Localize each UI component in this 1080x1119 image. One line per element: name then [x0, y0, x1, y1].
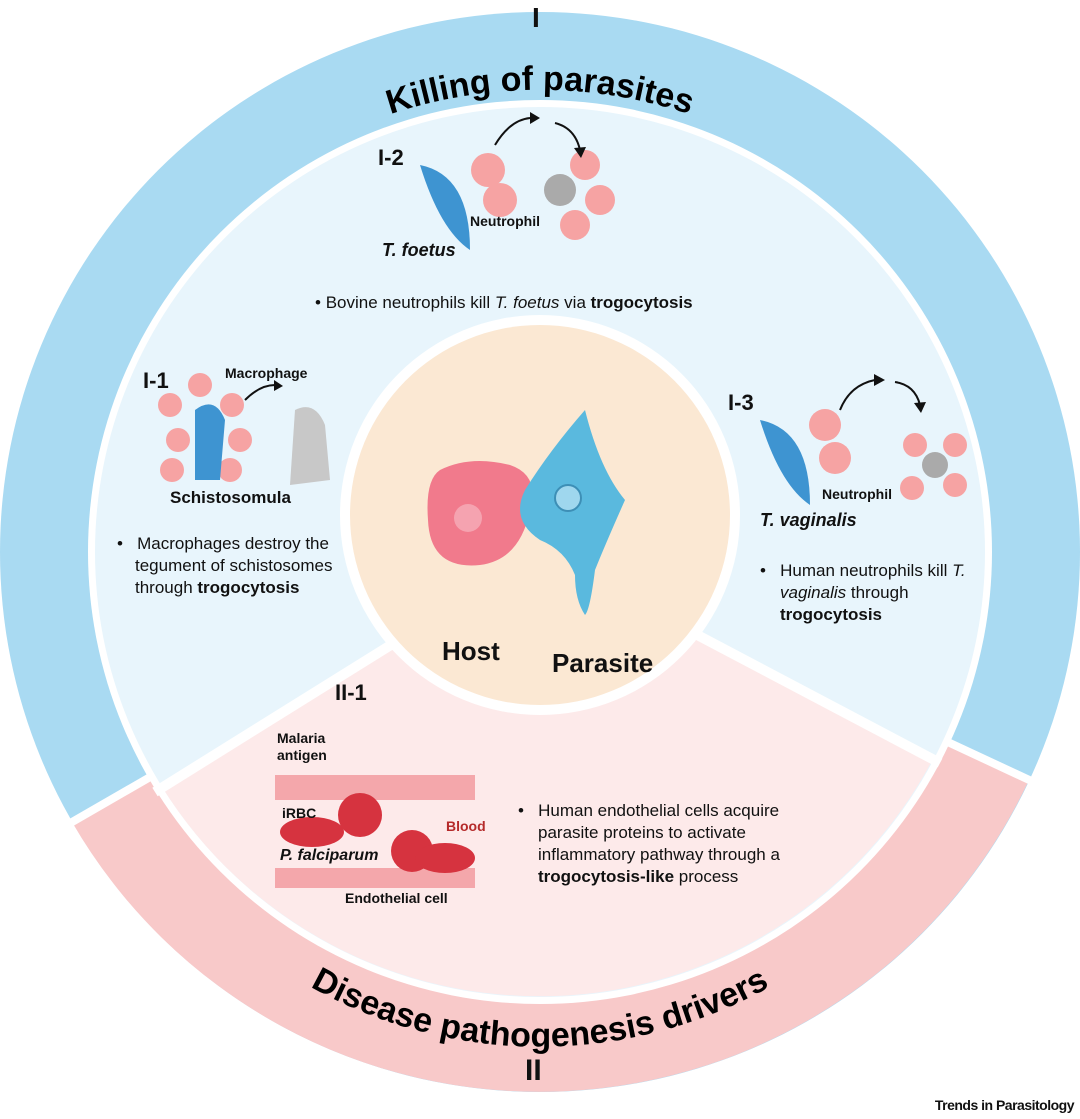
host-cell-illustration	[427, 461, 533, 566]
I-3-label: I-3	[728, 390, 754, 415]
I-1-parasite-label: Schistosomula	[170, 488, 291, 507]
host-label: Host	[442, 636, 500, 666]
endothelial-cell-label: Endothelial cell	[345, 890, 448, 906]
I-1-label: I-1	[143, 368, 169, 393]
I-1-cell-label: Macrophage	[225, 365, 308, 381]
section-I-numeral: I	[532, 2, 540, 33]
arrow-icon	[244, 384, 276, 401]
II-1-description: • Human endothelial cells acquire parasi…	[518, 801, 780, 886]
journal-credit: Trends in Parasitology	[934, 1097, 1075, 1113]
schistosomula-illustration	[158, 373, 330, 485]
I-1-description: • Macrophages destroy the tegument of sc…	[117, 534, 333, 597]
I-3-description: • Human neutrophils kill T. vaginalis th…	[760, 561, 966, 624]
arrow-icon	[554, 122, 581, 151]
arrow-icon	[494, 117, 531, 146]
parasite-cell-illustration	[520, 410, 625, 615]
parasite-label: Parasite	[552, 648, 654, 678]
I-2-description: • Bovine neutrophils kill T. foetus via …	[315, 293, 693, 312]
I-2-parasite-label: T. foetus	[382, 240, 456, 260]
malaria-antigen-label: Malaria antigen	[277, 730, 327, 763]
I-3-cell-label: Neutrophil	[822, 486, 892, 502]
arrow-icon	[839, 379, 876, 411]
section-II-numeral: II	[525, 1054, 542, 1087]
I-3-parasite-label: T. vaginalis	[760, 510, 857, 530]
blood-vessel-illustration	[275, 775, 475, 888]
I-2-label: I-2	[378, 145, 404, 170]
irbc-label: iRBC	[282, 805, 317, 821]
t-foetus-illustration	[420, 112, 615, 250]
II-1-label: II-1	[335, 680, 367, 705]
p-falciparum-label: P. falciparum	[280, 847, 379, 864]
arrow-icon	[894, 381, 921, 406]
I-2-cell-label: Neutrophil	[470, 213, 540, 229]
blood-label: Blood	[446, 818, 486, 834]
t-vaginalis-illustration	[760, 374, 967, 505]
